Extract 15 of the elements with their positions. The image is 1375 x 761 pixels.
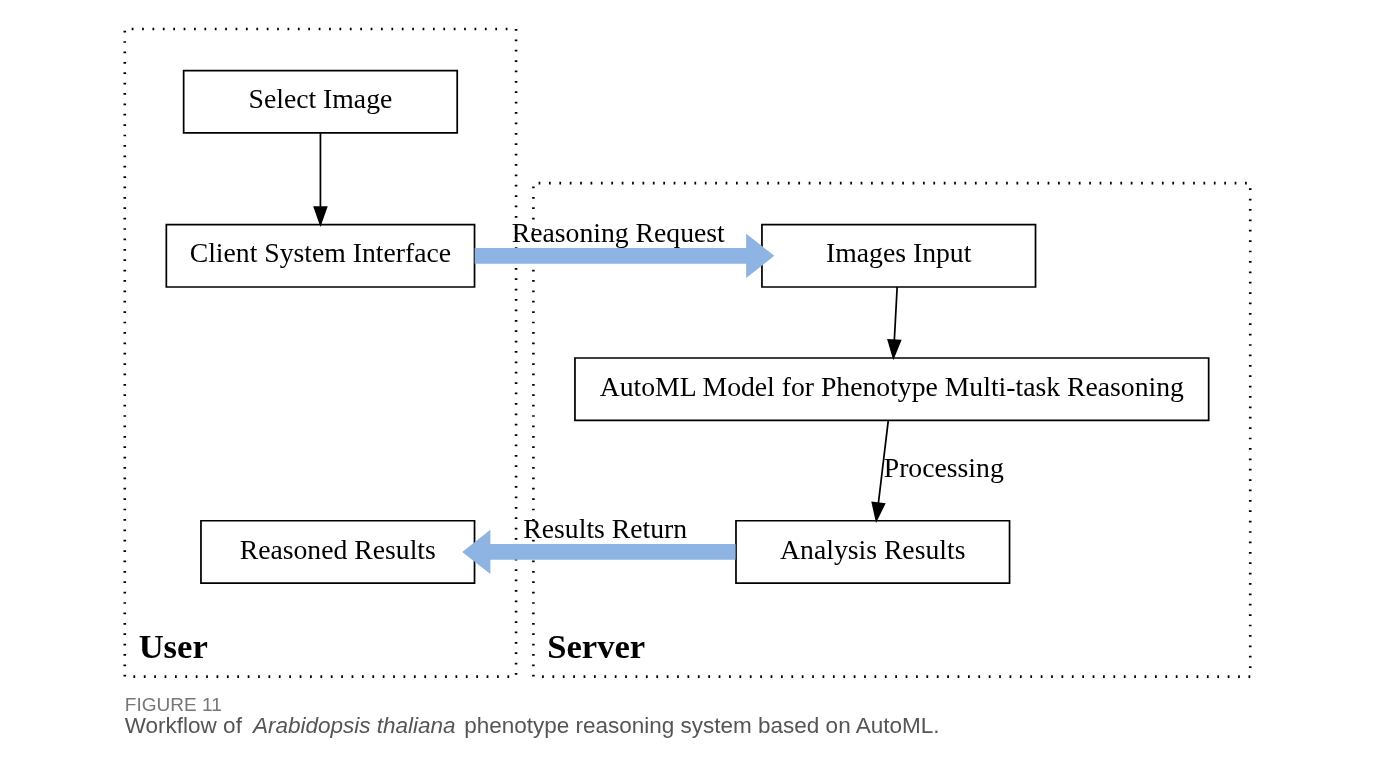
node-box: Images Input bbox=[761, 223, 1037, 288]
arrow bbox=[474, 233, 775, 278]
edge-label: Processing bbox=[883, 452, 1004, 484]
node-box: AutoML Model for Phenotype Multi-task Reasoning bbox=[574, 357, 1210, 422]
node-box: Select Image bbox=[182, 69, 459, 134]
node-box: Analysis Results bbox=[735, 519, 1011, 584]
node-box: Reasoned Results bbox=[200, 519, 476, 584]
diagram-title: FIGURE 11 bbox=[124, 693, 222, 715]
arrow bbox=[462, 529, 736, 575]
caption: Workflow of Arabidopsis thaliana phenotype reasoning system based on AutoML. bbox=[124, 712, 940, 738]
node-box: Client System Interface bbox=[165, 223, 476, 288]
arrow bbox=[887, 286, 902, 361]
arrow bbox=[313, 132, 328, 228]
arrow bbox=[871, 419, 890, 523]
edge-label: Results Return bbox=[523, 512, 688, 544]
